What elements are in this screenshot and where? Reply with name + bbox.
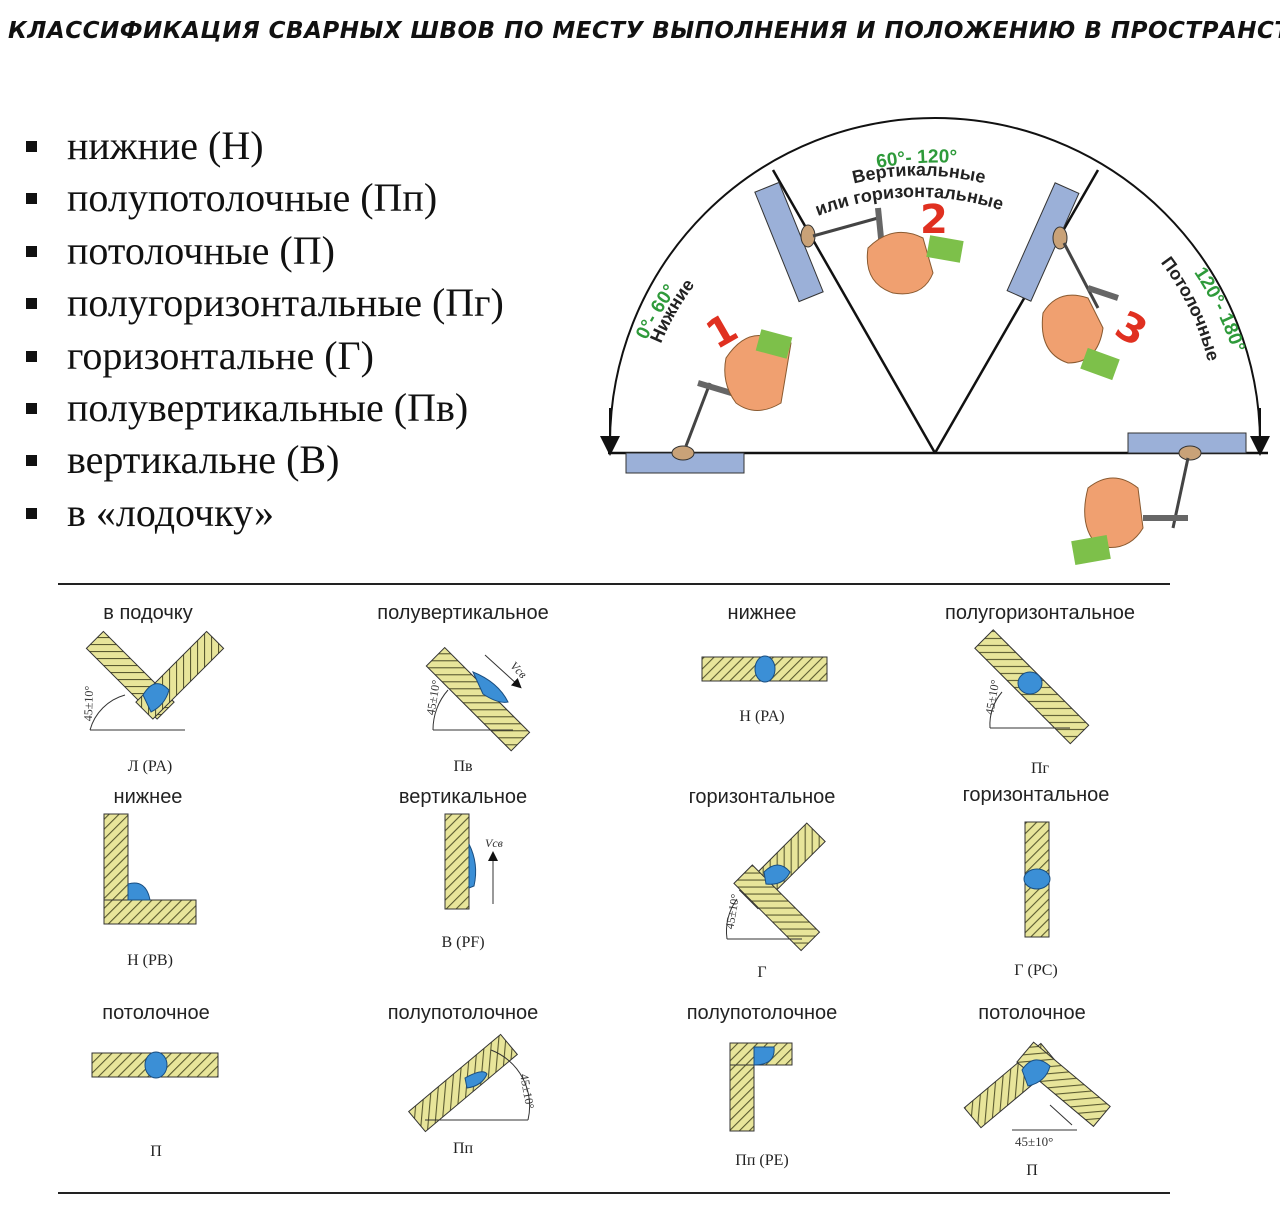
hand-icon: [1041, 294, 1120, 381]
weld-bead: [464, 1071, 488, 1089]
list-item: потолочные (П): [20, 227, 504, 279]
weld-spot: [671, 445, 695, 461]
position-label: потолочное: [978, 1002, 1086, 1024]
weld-bead: [754, 655, 776, 683]
position-label: вертикальное: [398, 786, 528, 808]
position-code: Н (PB): [127, 952, 173, 969]
position-label: в подочку: [103, 602, 193, 624]
position-label: полугоризонтальное: [944, 602, 1135, 624]
divider-bottom: [58, 1192, 1170, 1194]
position-list: нижние (Н) полупотолочные (Пп) потолочны…: [20, 122, 504, 541]
weld-spot: [1178, 445, 1202, 461]
sector-line: [933, 169, 1100, 454]
position-code: Пп: [452, 1140, 474, 1157]
position-label: нижнее: [113, 786, 183, 808]
plate-vertical-right: [1006, 182, 1080, 302]
sector-2-number: 2: [920, 197, 948, 243]
bullet-square-icon: [26, 507, 37, 519]
weld-bead: [468, 843, 477, 889]
position-cell-fillet-flat: нижнее Н (PB): [0, 784, 300, 974]
list-item: горизонтальне (Г): [20, 332, 504, 384]
position-cell-vertical: вертикальное Vсв В (PF): [313, 784, 613, 974]
svg-text:45±10°: 45±10°: [517, 1073, 537, 1110]
hand-icon: [866, 231, 964, 295]
position-label: нижнее: [727, 602, 797, 624]
bullet-square-icon: [26, 350, 37, 362]
page-title: КЛАССИФИКАЦИЯ СВАРНЫХ ШВОВ ПО МЕСТУ ВЫПО…: [8, 18, 1280, 44]
position-cell-horizontal-fillet: горизонтальное 45±10° Г: [612, 784, 912, 981]
bullet-square-icon: [26, 193, 37, 205]
position-cell-horizontal: горизонтальное Г (PC): [886, 784, 1186, 979]
position-label: горизонтальное: [688, 786, 836, 808]
position-code: Пг: [1030, 760, 1050, 777]
weld-bead: [1021, 1059, 1051, 1087]
divider-top: [58, 583, 1170, 585]
weld-bead: [127, 882, 151, 901]
position-label: горизонтальное: [962, 784, 1110, 806]
bullet-square-icon: [26, 402, 37, 414]
position-code: Г (PC): [1014, 962, 1058, 979]
weld-bead: [144, 1051, 168, 1079]
position-label: полупотолочное: [387, 1002, 539, 1024]
list-item: полупотолочные (Пп): [20, 174, 504, 226]
bullet-square-icon: [26, 298, 37, 310]
list-item: полугоризонтальные (Пг): [20, 279, 504, 331]
position-cell-semi-overhead-fillet: полупотолочное Пп (PE): [612, 1000, 912, 1180]
position-code: Л (PA): [127, 758, 173, 775]
list-item: нижние (Н): [20, 122, 504, 174]
position-code: Г: [757, 964, 767, 981]
weld-bead: [142, 683, 170, 713]
position-cell-boat: в подочку 45±10° Л (PA): [0, 600, 300, 780]
svg-text:45±10°: 45±10°: [423, 679, 443, 716]
svg-text:45±10°: 45±10°: [81, 685, 96, 721]
list-item: в «лодочку»: [20, 489, 504, 541]
weld-spot: [800, 224, 816, 248]
position-label: потолочное: [102, 1002, 210, 1024]
position-code: Н (PA): [739, 708, 785, 725]
svg-text:Vсв: Vсв: [485, 836, 503, 850]
position-cell-flat: нижнее Н (PA): [612, 600, 912, 780]
weld-bead: [1023, 868, 1051, 890]
sector-line: [771, 169, 937, 454]
bullet-square-icon: [26, 455, 37, 467]
outer-arc: [609, 117, 1261, 444]
position-cell-semi-horizontal: полугоризонтальное 45±10° Пг: [890, 600, 1190, 780]
bullet-square-icon: [26, 141, 37, 152]
weld-bead: [753, 1046, 775, 1066]
hand-icon: [724, 329, 793, 411]
position-cell-semi-overhead: полупотолочное 45±10° Пп: [313, 1000, 613, 1180]
list-item: полувертикальные (Пв): [20, 384, 504, 436]
position-label: полувертикальное: [377, 602, 549, 624]
svg-text:45±10°: 45±10°: [982, 678, 1002, 715]
position-code: Пв: [453, 758, 473, 775]
svg-text:45±10°: 45±10°: [1015, 1134, 1053, 1149]
position-cell-overhead: потолочное П: [6, 1000, 306, 1180]
list-item: вертикальне (В): [20, 436, 504, 488]
sector-2-label-line2: или горизонтальные: [812, 181, 1006, 220]
position-code: П: [150, 1143, 162, 1160]
svg-text:45±10°: 45±10°: [722, 893, 742, 930]
position-cell-overhead-fillet: потолочное 45±10° П: [882, 1000, 1182, 1180]
bullet-square-icon: [26, 245, 37, 257]
hand-icon: [1071, 477, 1144, 565]
position-cell-semi-vertical: полувертикальное 45±10° Vсв Пв: [313, 600, 613, 780]
position-code: Пп (PE): [735, 1152, 789, 1169]
weld-bead: [472, 671, 509, 703]
weld-bead: [763, 864, 791, 885]
welding-sectors-diagram: 60°- 120° 0°- 60° 120°- 180° Вертикальны…: [600, 117, 1270, 565]
position-label: полупотолочное: [686, 1002, 838, 1024]
position-code: П: [1026, 1162, 1038, 1179]
weld-bead: [1017, 671, 1043, 695]
sector-3-number: 3: [1108, 302, 1155, 356]
position-code: В (PF): [441, 934, 485, 951]
